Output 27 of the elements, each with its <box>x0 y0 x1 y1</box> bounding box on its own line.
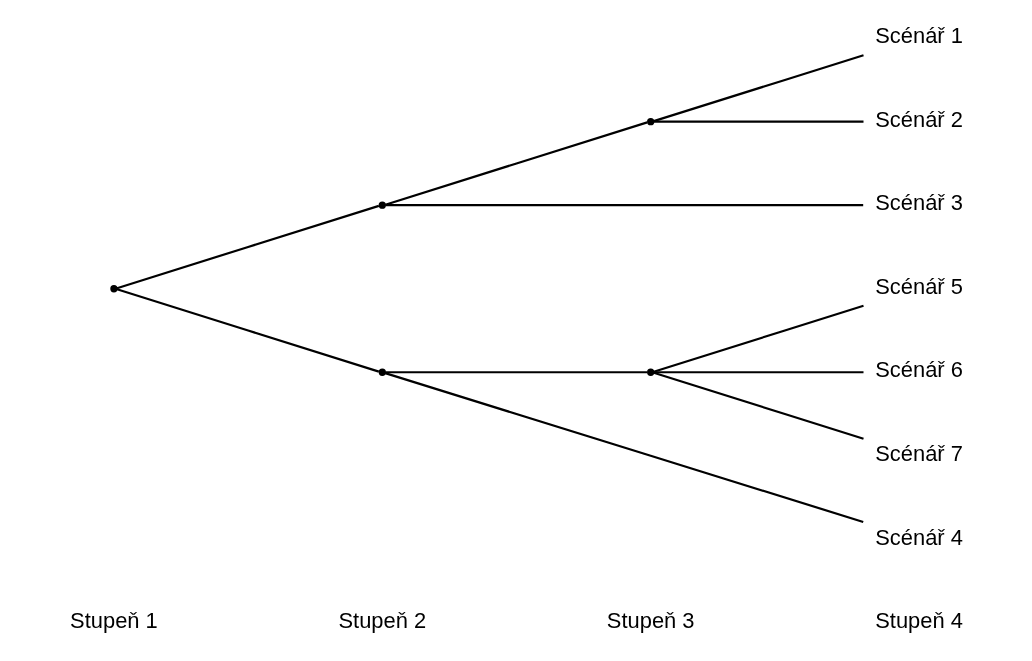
node-point <box>378 368 386 376</box>
node-point <box>109 285 118 293</box>
connector <box>384 371 647 374</box>
connector <box>384 372 864 523</box>
node-text: Scénář 1 <box>874 23 963 49</box>
node-text: Scénář 6 <box>874 357 963 383</box>
label: Stupeň 1 <box>69 608 158 634</box>
connector <box>384 121 648 206</box>
connector <box>653 371 863 374</box>
node-point <box>646 118 654 126</box>
node-text: Scénář 7 <box>874 440 963 466</box>
node-text: Scénář 3 <box>874 190 963 216</box>
node-point <box>646 368 654 376</box>
node-text: Scénář 4 <box>874 524 963 550</box>
connector <box>116 204 379 290</box>
connector <box>652 371 864 440</box>
connector <box>653 120 863 123</box>
label: Stupeň 4 <box>874 608 963 634</box>
connector <box>652 54 864 123</box>
label: Stupeň 2 <box>337 608 426 634</box>
node-text: Scénář 2 <box>874 106 963 132</box>
label: Stupeň 3 <box>606 608 695 634</box>
connector <box>385 204 863 207</box>
connector <box>116 288 379 373</box>
node-text: Scénář 5 <box>874 273 963 299</box>
connector <box>652 304 864 373</box>
node-point <box>378 201 386 209</box>
